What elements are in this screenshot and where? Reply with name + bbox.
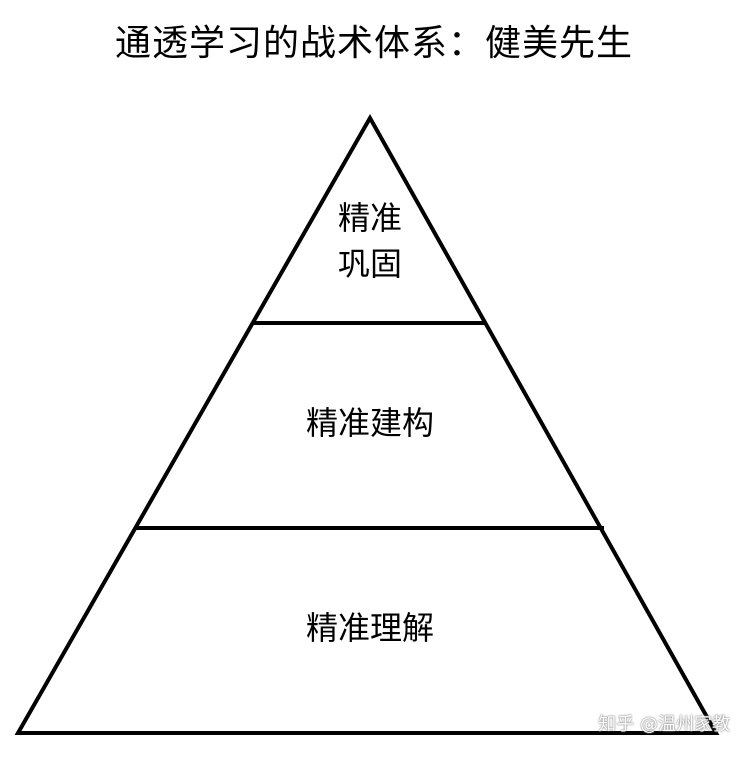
level-middle-label: 精准建构 [305, 404, 434, 442]
diagram-title: 通透学习的战术体系：健美先生 [114, 23, 633, 64]
level-bottom-label: 精准理解 [305, 609, 434, 647]
level-top-label-line1: 精准 [337, 199, 402, 237]
level-top-label-line2: 巩固 [337, 245, 402, 283]
level-top-label: 精准 巩固 [270, 195, 470, 287]
pyramid-outline [14, 113, 720, 735]
watermark: 知乎 @温州家教 [598, 714, 730, 735]
